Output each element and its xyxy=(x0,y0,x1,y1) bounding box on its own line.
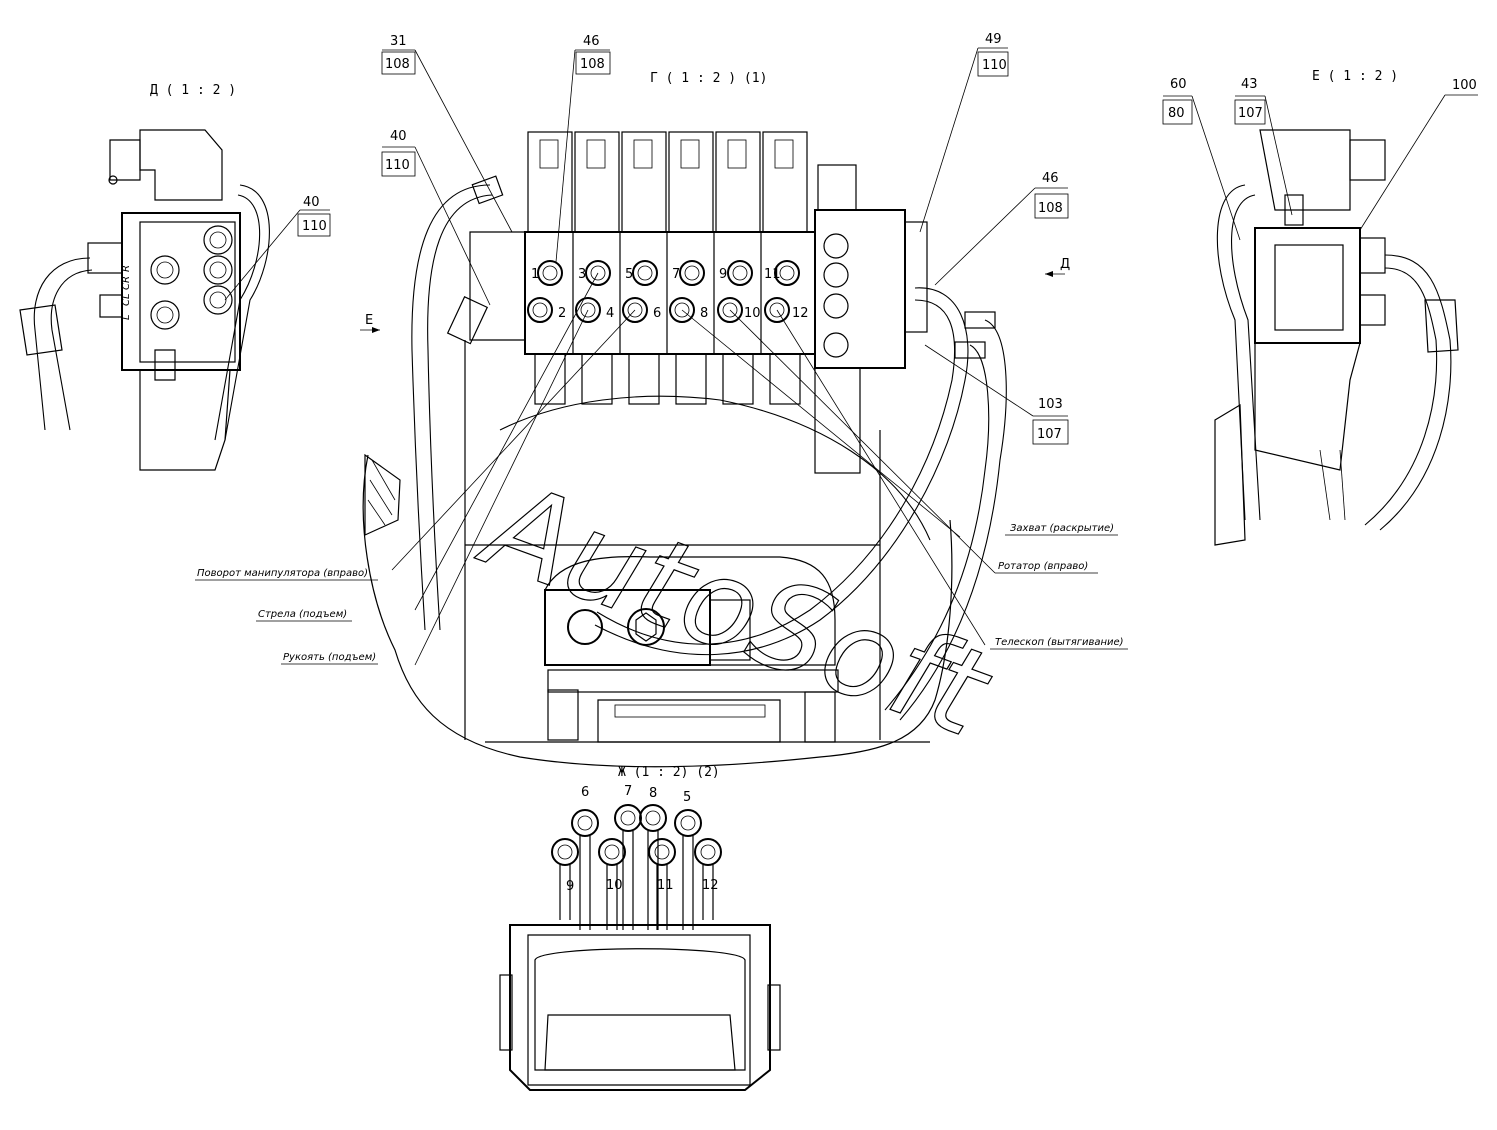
view-e-title: Е ( 1 : 2 ) xyxy=(1312,69,1398,84)
port-4: 4 xyxy=(606,306,614,321)
svg-text:107: 107 xyxy=(1238,106,1263,121)
zh-fittings xyxy=(551,804,722,866)
callout-43: 43 107 xyxy=(1234,77,1293,216)
svg-text:49: 49 xyxy=(985,32,1002,47)
svg-text:110: 110 xyxy=(982,58,1007,73)
leader-rotator: Ротатор (вправо) xyxy=(998,561,1088,572)
callout-40-bottom: 110 xyxy=(302,219,327,234)
svg-text:100: 100 xyxy=(1452,78,1477,93)
watermark: AutoSoft xyxy=(464,454,1008,765)
svg-text:110: 110 xyxy=(385,158,410,173)
port-1: 1 xyxy=(531,267,539,282)
svg-text:108: 108 xyxy=(385,57,410,72)
port-10: 10 xyxy=(744,306,761,321)
solenoid-caps xyxy=(527,131,808,233)
port-9: 9 xyxy=(719,267,727,282)
ports-top-row xyxy=(537,260,800,286)
port-5: 5 xyxy=(625,267,633,282)
view-g: Г ( 1 : 2 ) (1) xyxy=(195,32,1128,768)
svg-text:43: 43 xyxy=(1241,77,1258,92)
port-2: 2 xyxy=(558,306,566,321)
zh-num-5: 5 xyxy=(683,790,691,805)
callout-49: 49 110 xyxy=(919,32,1009,233)
port-8: 8 xyxy=(700,306,708,321)
svg-text:40: 40 xyxy=(390,129,407,144)
leader-povorot: Поворот манипулятора (вправо) xyxy=(197,568,368,579)
view-d: Д ( 1 : 2 ) R CR CL L 40 110 xyxy=(19,83,331,471)
svg-text:108: 108 xyxy=(580,57,605,72)
svg-text:103: 103 xyxy=(1038,397,1063,412)
view-zh-title: Ж (1 : 2) (2) xyxy=(618,765,720,780)
leader-rukoyat: Рукоять (подъем) xyxy=(283,652,376,663)
view-zh: Ж (1 : 2) (2) 6 7 8 5 9 10 11 12 xyxy=(499,765,781,1091)
mark-cr: CR xyxy=(121,276,132,290)
zh-num-12: 12 xyxy=(702,878,719,893)
port-3: 3 xyxy=(578,267,586,282)
svg-text:107: 107 xyxy=(1037,427,1062,442)
callout-100: 100 xyxy=(1359,78,1478,231)
zh-num-6: 6 xyxy=(581,785,589,800)
mark-r: R xyxy=(121,265,132,272)
zh-num-8: 8 xyxy=(649,786,657,801)
svg-text:60: 60 xyxy=(1170,77,1187,92)
view-g-title: Г ( 1 : 2 ) (1) xyxy=(650,71,767,86)
ports-bottom-row xyxy=(527,297,790,323)
view-e: Е ( 1 : 2 ) 60 80 43 107 xyxy=(1162,69,1478,546)
leader-teleskop: Телескоп (вытягивание) xyxy=(995,637,1124,648)
callout-60: 60 80 xyxy=(1162,77,1241,241)
callout-40-top: 40 xyxy=(303,195,320,210)
mark-cl: CL xyxy=(121,293,132,306)
svg-text:46: 46 xyxy=(583,34,600,49)
port-12: 12 xyxy=(792,306,809,321)
callout-46-right: 46 108 xyxy=(934,171,1069,286)
zh-num-10: 10 xyxy=(606,878,623,893)
svg-text:80: 80 xyxy=(1168,106,1185,121)
port-7: 7 xyxy=(672,267,680,282)
svg-text:108: 108 xyxy=(1038,201,1063,216)
callout-31: 31 108 xyxy=(381,34,513,233)
view-d-title: Д ( 1 : 2 ) xyxy=(150,83,236,98)
leader-strela: Стрела (подъем) xyxy=(258,609,347,620)
zh-num-11: 11 xyxy=(657,878,674,893)
callout-46-top: 46 108 xyxy=(555,34,611,263)
mark-l: L xyxy=(121,314,132,320)
zh-num-7: 7 xyxy=(624,784,632,799)
svg-text:31: 31 xyxy=(390,34,407,49)
callout-103: 103 107 xyxy=(924,344,1069,445)
port-11: 11 xyxy=(764,267,781,282)
callout-40-center: 40 110 xyxy=(381,129,491,306)
svg-text:46: 46 xyxy=(1042,171,1059,186)
leader-zakhvat: Захват (раскрытие) xyxy=(1010,523,1114,534)
arrow-d-label: Д xyxy=(1060,257,1070,272)
port-6: 6 xyxy=(653,306,661,321)
arrow-e-label: Е xyxy=(365,313,373,328)
